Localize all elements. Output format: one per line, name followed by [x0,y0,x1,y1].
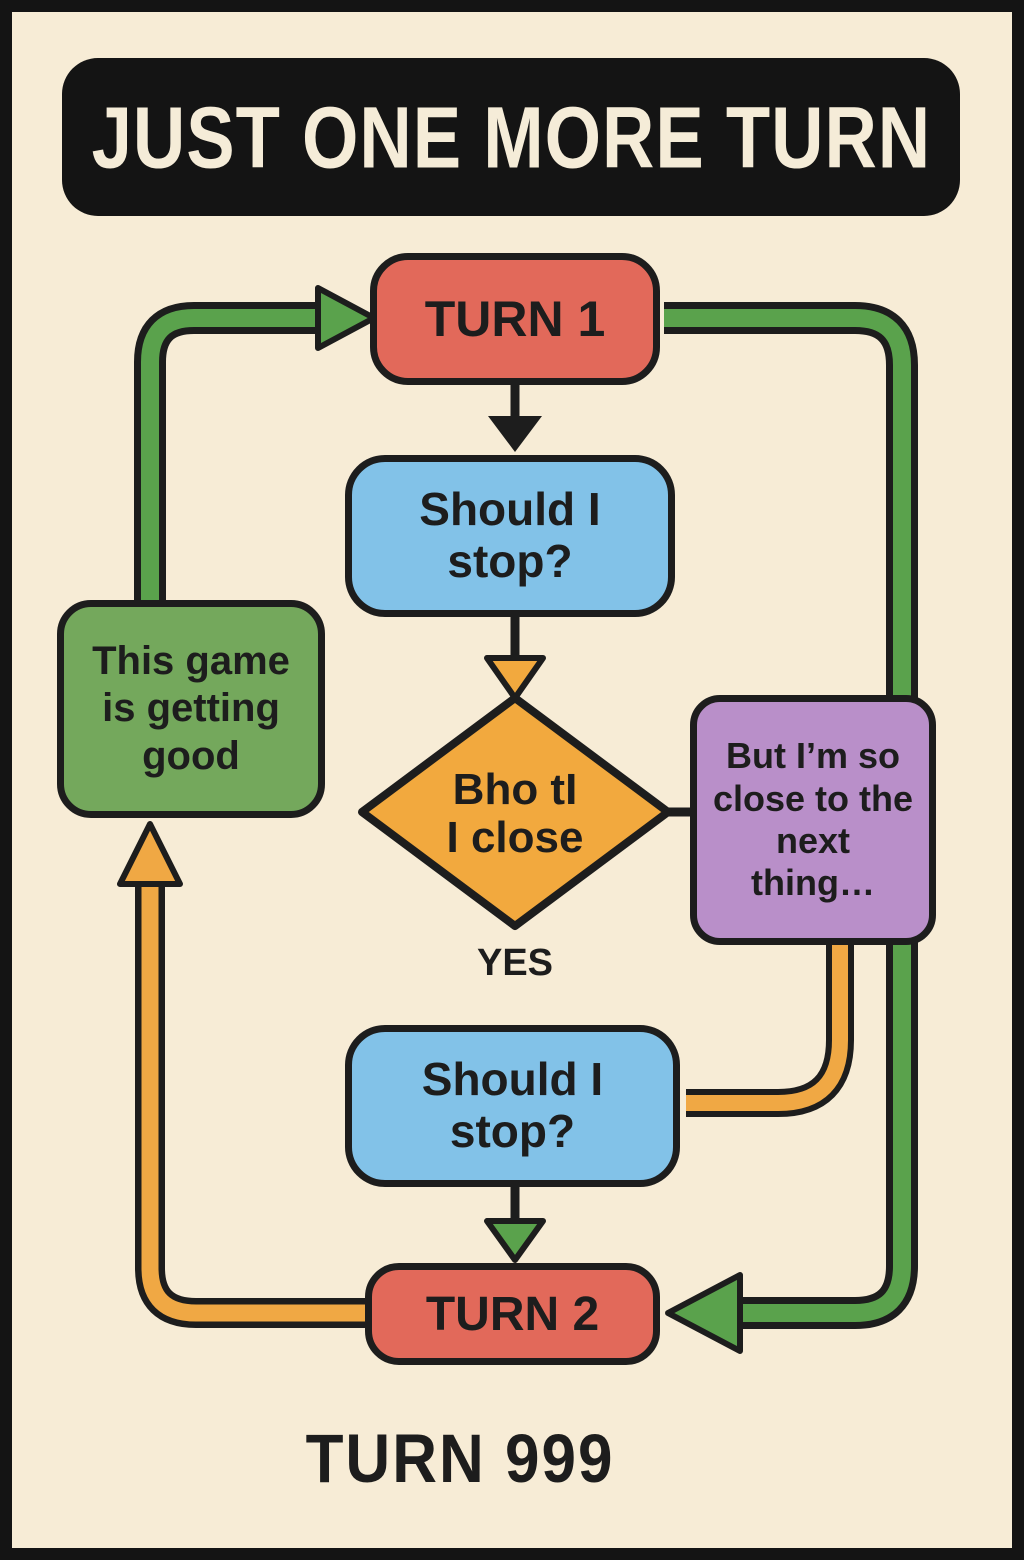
footer-turn-999: TURN 999 [305,1421,615,1498]
note-so-close: But I’m so close to the next thing… [690,695,936,945]
poster-title: JUST ONE MORE TURN [91,88,931,186]
label-yes: YES [476,942,554,984]
turn-2-label: TURN 2 [425,1287,600,1341]
node-question-1: Should I stop? [345,455,675,617]
arrowhead-into-turn1 [315,285,377,351]
arrowhead-into-green-note [117,821,183,887]
note-game-getting-good: This game is getting good [57,600,325,818]
turn-1-label: TURN 1 [424,291,606,347]
title-banner: JUST ONE MORE TURN [62,58,960,216]
note-so-close-text: But I’m so close to the next thing… [712,735,914,904]
arrow-turn1-to-question1 [488,385,542,452]
node-question-2: Should I stop? [345,1025,680,1187]
note-game-getting-good-text: This game is getting good [92,639,290,778]
arrow-question1-to-diamond [484,617,546,701]
decision-line-1: Bho tI [452,764,578,814]
arrow-loop-left-green [134,285,377,612]
arrow-question2-to-turn2 [484,1187,546,1263]
arrowhead-into-turn2 [665,1272,743,1354]
node-turn-1: TURN 1 [370,253,660,385]
arrow-orange-return [117,821,372,1328]
decision-line-2: I close [446,813,584,862]
question-1-label: Should I stop? [419,483,601,587]
decision-diamond-label: Bho tI I close [395,744,635,884]
question-2-label: Should I stop? [421,1053,604,1157]
node-turn-2: TURN 2 [365,1263,660,1365]
decision-diamond [358,694,672,930]
arrow-orange-to-question2 [686,938,854,1117]
